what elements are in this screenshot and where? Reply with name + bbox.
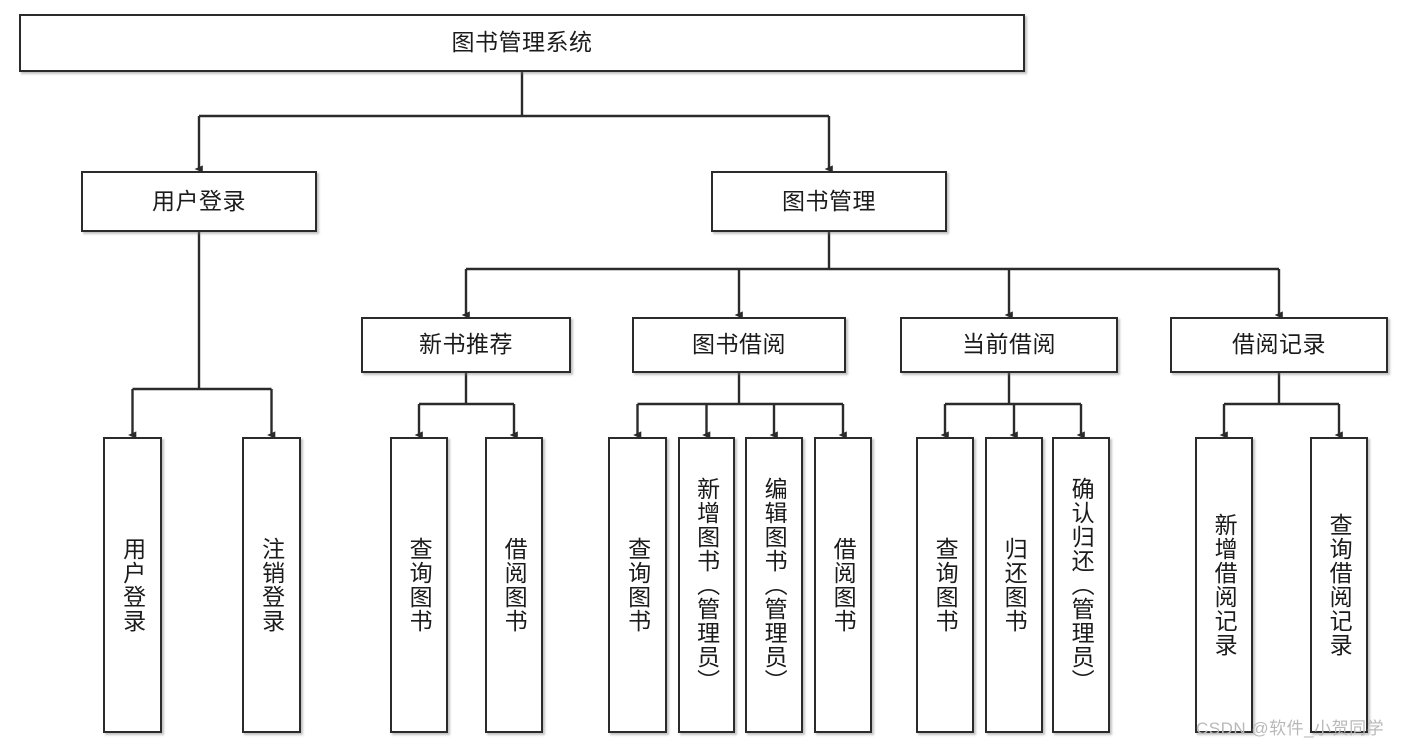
- node-root[interactable]: 图书管理系统: [19, 14, 1025, 72]
- node-label: 借阅图书: [501, 537, 528, 633]
- node-borrow[interactable]: 图书借阅: [632, 317, 846, 373]
- node-label: 当前借阅: [962, 331, 1056, 358]
- node-leaf-cur-1[interactable]: 查询图书: [916, 437, 974, 733]
- node-leaf-login-1[interactable]: 用户登录: [103, 437, 162, 733]
- node-login[interactable]: 用户登录: [81, 171, 317, 232]
- node-label: 新书推荐: [419, 331, 513, 358]
- node-label: 新增图书（管理员）: [693, 477, 720, 693]
- node-leaf-borrow-4[interactable]: 借阅图书: [814, 437, 872, 733]
- connector-trunk-login: [132, 232, 272, 391]
- node-newbook[interactable]: 新书推荐: [361, 317, 571, 373]
- node-leaf-rec-1[interactable]: 新增借阅记录: [1195, 437, 1253, 733]
- node-bookmgmt[interactable]: 图书管理: [711, 171, 947, 232]
- node-leaf-cur-2[interactable]: 归还图书: [985, 437, 1043, 733]
- node-label: 确认归还（管理员）: [1068, 477, 1095, 693]
- node-leaf-borrow-3[interactable]: 编辑图书（管理员）: [745, 437, 803, 733]
- connector-trunk-current: [945, 373, 1081, 406]
- node-label: 查询图书: [406, 537, 433, 633]
- node-label: 图书借阅: [692, 331, 786, 358]
- node-label: 查询图书: [932, 537, 959, 633]
- node-label: 用户登录: [119, 537, 146, 633]
- node-label: 借阅记录: [1232, 331, 1326, 358]
- node-leaf-rec-2[interactable]: 查询借阅记录: [1310, 437, 1368, 733]
- connector-trunk-record: [1224, 373, 1339, 406]
- watermark-label: CSDN @软件_小贺同学: [1196, 719, 1385, 738]
- node-leaf-cur-3[interactable]: 确认归还（管理员）: [1052, 437, 1110, 733]
- connector-trunk-bookmgmt: [466, 232, 1279, 271]
- node-leaf-borrow-2[interactable]: 新增图书（管理员）: [678, 437, 735, 733]
- node-leaf-new-2[interactable]: 借阅图书: [485, 437, 543, 733]
- node-record[interactable]: 借阅记录: [1170, 317, 1388, 373]
- node-label: 归还图书: [1001, 537, 1028, 633]
- node-label: 查询图书: [624, 537, 651, 633]
- node-leaf-borrow-1[interactable]: 查询图书: [608, 437, 667, 733]
- node-label: 新增借阅记录: [1211, 513, 1238, 657]
- node-current[interactable]: 当前借阅: [900, 317, 1118, 373]
- node-label: 图书管理: [782, 187, 876, 214]
- node-label: 注销登录: [258, 537, 285, 633]
- node-label: 借阅图书: [830, 537, 857, 633]
- connector-trunk-newbook: [419, 373, 514, 406]
- node-label: 编辑图书（管理员）: [761, 477, 788, 693]
- node-label: 图书管理系统: [451, 29, 593, 56]
- node-leaf-login-2[interactable]: 注销登录: [242, 437, 301, 733]
- node-label: 查询借阅记录: [1326, 513, 1353, 657]
- node-leaf-new-1[interactable]: 查询图书: [390, 437, 448, 733]
- node-label: 用户登录: [152, 187, 246, 214]
- connector-trunk-root: [199, 72, 829, 118]
- connector-trunk-borrow: [637, 373, 843, 406]
